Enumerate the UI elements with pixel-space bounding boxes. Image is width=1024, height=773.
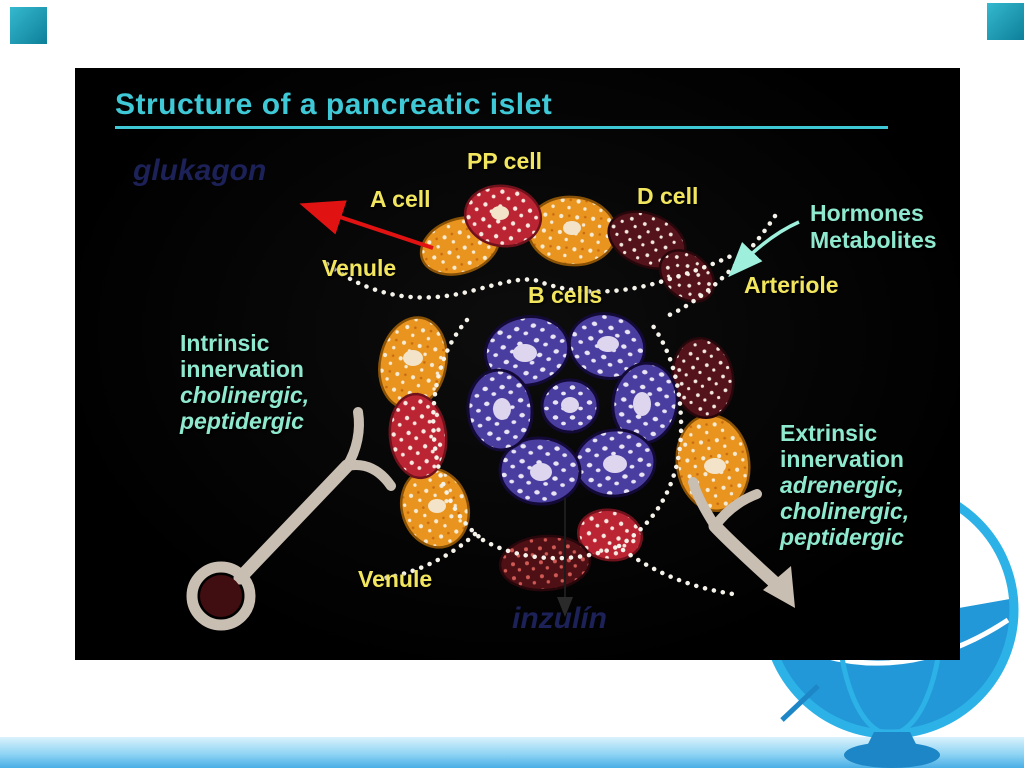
template-corner-square-top-right [987,3,1024,40]
bottom-right-vessel [620,547,736,597]
extrinsic-line-1: Extrinsic [780,420,878,446]
globe-base [844,742,940,768]
intrinsic-line-2: innervation [180,356,304,382]
venule-bottom-label: Venule [358,566,433,592]
venule-top-label: Venule [322,255,397,281]
inner-ring-left [431,317,486,543]
nerve-bulb-core [200,575,242,617]
hormones-label: Hormones [810,200,924,226]
d-cell-label: D cell [637,183,699,209]
intrinsic-line-3: cholinergic, [180,382,310,408]
intrinsic-nerve [186,407,396,631]
inner-ring-right [616,323,684,549]
extrinsic-line-5: peptidergic [780,524,904,550]
capillary-dotted-lines [324,213,778,597]
glukagon-arrow [299,200,434,250]
pp-cell-label: PP cell [467,148,543,174]
intrinsic-line-4: peptidergic [180,408,304,434]
extrinsic-line-3: adrenergic, [780,472,904,498]
glukagon-annotation: glukagon [133,154,267,187]
title-underline [115,126,888,129]
intrinsic-line-1: Intrinsic [180,330,270,356]
d-cell-blob [498,534,592,592]
inzulin-annotation: inzulín [512,602,607,635]
globe-axis-line [780,684,820,722]
outer-cell-ring [378,184,751,592]
intrinsic-innervation-label: Intrinsic innervation cholinergic, pepti… [180,330,309,434]
islet-diagram [186,184,800,631]
metabolites-label: Metabolites [810,227,937,253]
arteriole-arrow [728,220,800,278]
nerve-flare [763,566,795,608]
extrinsic-line-4: cholinergic, [780,498,910,524]
slide-image: Structure of a pancreatic islet glukagon… [75,68,960,660]
venule-bottom-vessel [382,531,478,581]
b-cell-nuclei [493,336,651,481]
slide-title: Structure of a pancreatic islet [115,88,553,121]
nerve-trunk [233,459,354,585]
template-corner-square-top-left [10,7,47,44]
nerve-branch [342,407,364,471]
nerve-branch [342,460,396,491]
extrinsic-innervation-label: Extrinsic innervation adrenergic, cholin… [780,420,909,550]
nerve-bulb-ring [186,561,256,631]
venule-top-vessel [324,251,738,300]
cell-nuclei [403,206,726,513]
pp-cell-blob [576,508,644,562]
nerve-trunk [708,519,782,590]
extrinsic-line-2: innervation [780,446,904,472]
b-cells-label: B cells [528,282,603,308]
d-cell-blob [658,249,716,303]
nerve-branch [710,489,762,531]
extrinsic-nerve [688,477,782,590]
b-cell-cluster [466,312,679,506]
a-cell-label: A cell [370,186,431,212]
pp-cell-blob [388,392,448,480]
arteriole-label: Arteriole [744,272,839,298]
